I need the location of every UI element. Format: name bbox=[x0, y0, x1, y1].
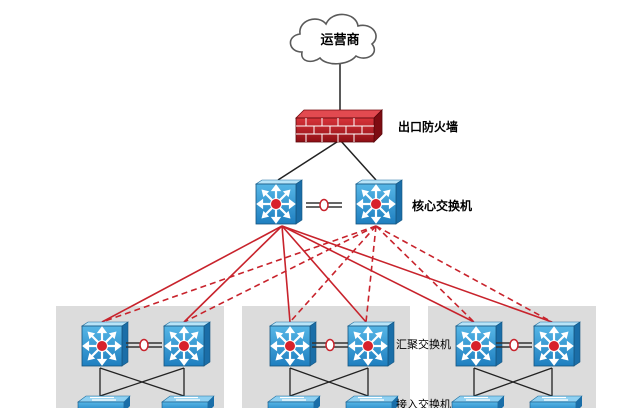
cloud-icon bbox=[289, 13, 377, 65]
agg-switch-mid-a bbox=[268, 320, 318, 368]
access-switch-4 bbox=[345, 395, 399, 408]
aggregation-label: 汇聚交换机 bbox=[396, 337, 451, 351]
agg-switch-right-a bbox=[454, 320, 504, 368]
firewall-core-right-link bbox=[339, 139, 377, 181]
firewall-icon bbox=[295, 109, 383, 143]
core-switch-right bbox=[354, 178, 404, 226]
access-label: 接入交换机 bbox=[396, 397, 451, 408]
isp-label: 运营商 bbox=[320, 32, 359, 48]
core-switch-left bbox=[254, 178, 304, 226]
access-switch-3 bbox=[267, 395, 321, 408]
uplinks-dashed bbox=[101, 225, 553, 323]
access-switch-2 bbox=[161, 395, 215, 408]
agg-switch-left-a bbox=[80, 320, 130, 368]
agg-switch-mid-b bbox=[346, 320, 396, 368]
firewall-core-left-link bbox=[277, 139, 341, 181]
core-label: 核心交换机 bbox=[412, 198, 472, 213]
access-switch-1 bbox=[77, 395, 131, 408]
uplinks-solid bbox=[101, 225, 553, 323]
agg-switch-right-b bbox=[532, 320, 582, 368]
firewall-label: 出口防火墙 bbox=[398, 119, 458, 134]
access-switch-6 bbox=[529, 395, 583, 408]
agg-switch-left-b bbox=[162, 320, 212, 368]
core-stack-link-icon bbox=[305, 198, 343, 212]
access-switch-5 bbox=[451, 395, 505, 408]
access-links bbox=[99, 367, 553, 397]
